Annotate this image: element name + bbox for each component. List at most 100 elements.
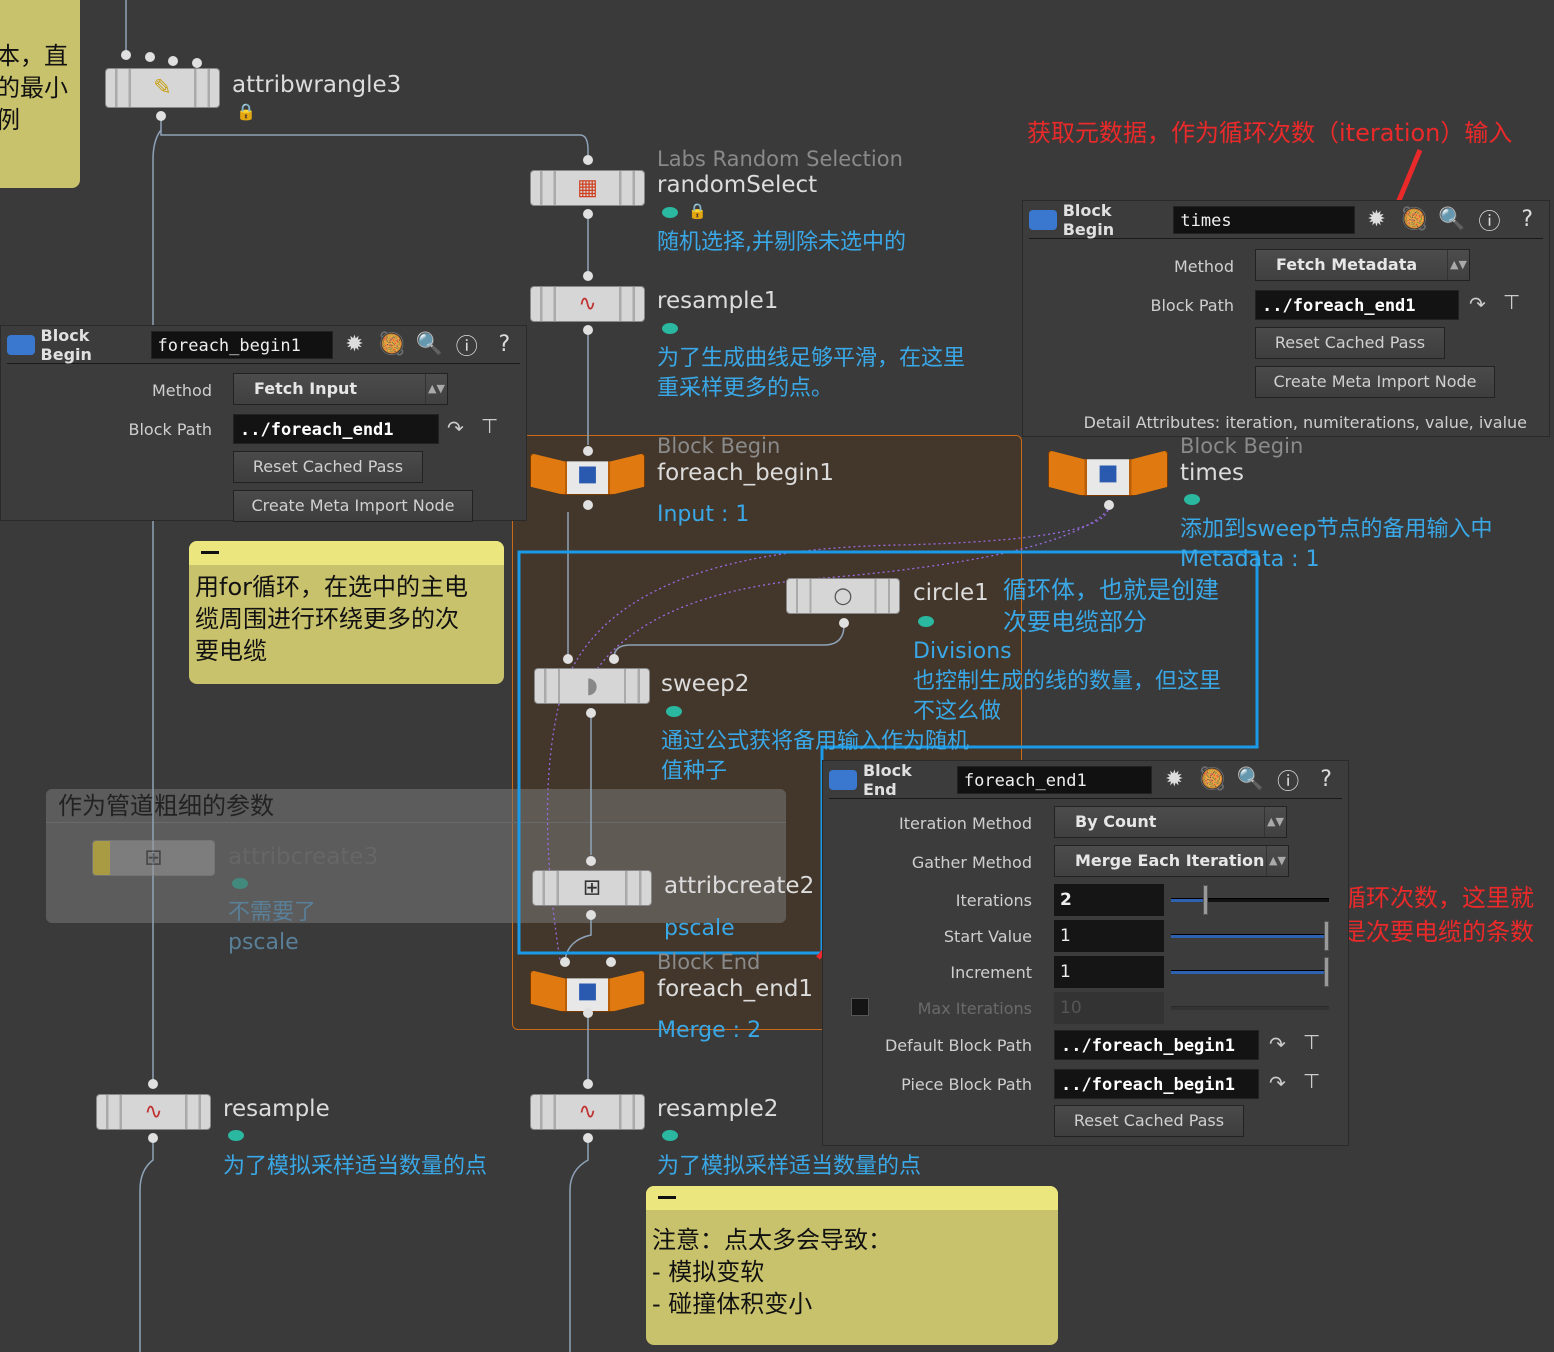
gear-icon[interactable]: ✹ [1165,767,1184,792]
collapse-icon[interactable] [658,1196,676,1199]
method-label: Method [1173,257,1234,276]
node-type-label: Block Begin [657,434,781,458]
comment-icon [1184,494,1200,505]
search-icon[interactable]: 🔍 [1438,207,1466,232]
node-comment: 也控制生成的线的数量，但这里 [913,669,1222,694]
info-icon[interactable]: ⓘ [455,334,478,360]
node-randomSelect[interactable]: ▦ [530,170,645,206]
node-comment: 不需要了 [228,900,317,925]
help-icon[interactable]: ? [498,332,511,357]
dependency-wire [579,509,1109,701]
node-name-field[interactable]: foreach_end1 [956,765,1153,794]
node-label: foreach_end1 [657,976,814,1002]
node-picker-icon[interactable]: ⊤ [1303,1030,1321,1054]
note-line: - 模拟变软 [652,1258,765,1286]
node-attribcreate2[interactable]: ⊞ [532,870,652,906]
jump-arrow-icon[interactable]: ↷ [447,416,464,440]
node-label: circle1 [913,580,989,606]
node-info: pscale [664,916,735,941]
default-block-path-label: Default Block Path [884,1036,1032,1055]
search-icon[interactable]: 🔍 [1236,767,1264,792]
detail-attributes-text: Detail Attributes: iteration, numiterati… [1083,413,1527,432]
node-info: Metadata : 1 [1180,547,1320,572]
node-picker-icon[interactable]: ⊤ [1303,1069,1321,1093]
jump-arrow-icon[interactable]: ↷ [1269,1032,1286,1056]
max-iterations-checkbox[interactable] [851,998,869,1016]
parameter-panel-foreach-begin1: Block Begin foreach_begin1 ✹ 🥘 🔍 ⓘ ? Met… [0,325,527,522]
node-type-label: Block Begin [1180,434,1304,458]
node-comment: 为了生成曲线足够平滑，在这里 [657,346,966,371]
block-icon: ■ [1097,460,1119,486]
create-meta-import-node-button[interactable]: Create Meta Import Node [233,490,473,522]
node-attribwrangle3[interactable]: ✎ [105,68,220,108]
note-line: - 碰撞体积变小 [652,1290,813,1318]
node-info: pscale [228,930,299,955]
block-path-field[interactable]: ../foreach_end1 [233,414,439,444]
create-meta-import-node-button[interactable]: Create Meta Import Node [1255,366,1495,398]
node-type: Block Begin [40,325,92,364]
help-icon[interactable]: ? [1521,207,1534,232]
node-circle1[interactable]: ○ [786,578,900,614]
gear-icon[interactable]: ✹ [345,332,364,357]
node-type-label: Block End [657,950,761,974]
wrangle-icon: ✎ [153,75,172,101]
node-picker-icon[interactable]: ⊤ [481,414,499,438]
node-resample2[interactable]: ∿ [530,1094,645,1130]
method-menu[interactable]: Fetch Metadata▲▼ [1255,249,1470,281]
increment-field[interactable]: 1 [1054,956,1164,988]
block-path-field[interactable]: ../foreach_end1 [1255,290,1459,320]
piece-block-path-field[interactable]: ../foreach_begin1 [1054,1069,1259,1099]
annotation-right: 是次要电缆的条数 [1342,918,1534,946]
gear-icon[interactable]: ✹ [1367,207,1386,232]
network-box-title: 作为管道粗细的参数 [46,789,786,823]
node-name-field[interactable]: times [1173,205,1355,234]
node-type: Block Begin [1062,200,1115,239]
attribcreate-icon: ⊞ [144,845,163,871]
iterations-slider[interactable] [1171,885,1329,915]
node-resample[interactable]: ∿ [96,1094,211,1130]
node-comment: 随机选择,并剔除未选中的 [657,230,906,255]
info-icon[interactable]: ⓘ [1478,209,1501,235]
node-label: randomSelect [657,172,818,198]
iteration-method-menu[interactable]: By Count▲▼ [1054,806,1287,838]
gather-method-menu[interactable]: Merge Each Iteration▲▼ [1054,845,1289,877]
node-resample1[interactable]: ∿ [530,286,645,322]
method-menu[interactable]: Fetch Input▲▼ [233,373,448,405]
increment-slider[interactable] [1171,957,1330,987]
wok-icon[interactable]: 🥘 [1198,767,1226,792]
search-icon[interactable]: 🔍 [415,332,444,357]
reset-cached-pass-button[interactable]: Reset Cached Pass [1255,327,1445,359]
annotation-right: 循环次数，这里就 [1342,884,1534,912]
info-icon[interactable]: ⓘ [1277,769,1300,795]
node-comment: 次要电缆部分 [1003,608,1147,636]
node-attribcreate3[interactable]: ⊞ [92,840,215,876]
reset-cached-pass-button[interactable]: Reset Cached Pass [233,451,423,483]
wok-icon[interactable]: 🥘 [378,332,406,357]
sticky-note-top-left[interactable]: 本，直 的最小 例 [0,0,80,188]
attribcreate-icon: ⊞ [582,875,602,901]
comment-icon [662,323,678,334]
note-line: 缆周围进行环绕更多的次 [195,605,459,633]
sticky-note-loop[interactable]: 用for循环，在选中的主电 缆周围进行环绕更多的次 要电缆 [189,541,504,684]
collapse-icon[interactable] [201,551,219,554]
wok-icon[interactable]: 🥘 [1400,207,1428,232]
note-line: 要电缆 [195,637,267,665]
iterations-field[interactable]: 2 [1054,884,1164,916]
jump-arrow-icon[interactable]: ↷ [1269,1071,1286,1095]
node-comment: 为了模拟采样适当数量的点 [223,1154,488,1179]
sticky-note-bottom[interactable]: 注意：点太多会导致： - 模拟变软 - 碰撞体积变小 [646,1186,1058,1345]
reset-cached-pass-button[interactable]: Reset Cached Pass [1054,1105,1244,1137]
start-value-slider[interactable] [1171,921,1330,951]
jump-arrow-icon[interactable]: ↷ [1469,292,1486,316]
gather-method-label: Gather Method [911,853,1032,872]
annotation-top: 获取元数据，作为循环次数（iteration）输入 [1027,119,1513,147]
start-value-field[interactable]: 1 [1054,920,1164,952]
default-block-path-field[interactable]: ../foreach_begin1 [1054,1030,1259,1060]
node-picker-icon[interactable]: ⊤ [1503,290,1521,314]
help-icon[interactable]: ? [1320,767,1332,792]
node-comment: 不这么做 [913,699,1002,724]
node-sweep2[interactable]: ◗ [534,668,650,704]
method-label: Method [151,381,212,400]
node-name-field[interactable]: foreach_begin1 [150,330,333,359]
block-begin-icon [7,334,35,355]
